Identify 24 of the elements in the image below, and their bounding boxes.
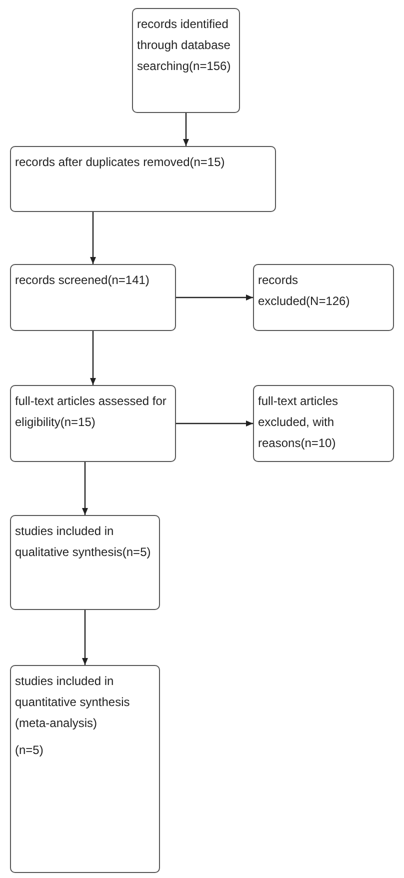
box-text: records excluded(N=126) [258, 272, 351, 310]
box-text: records screened(n=141) [15, 272, 150, 289]
process-box [253, 385, 394, 462]
box-text: full-text articles excluded, with reasons(n=10) [258, 393, 340, 452]
process-box [10, 264, 176, 331]
process-box [10, 665, 160, 873]
process-box [10, 146, 276, 212]
box-text: records identified through database searching(n=156) [137, 16, 232, 75]
box-text: studies included in quantitative synthesis (meta-analysis) [15, 673, 131, 732]
process-box [10, 385, 176, 462]
arrow [82, 462, 88, 515]
process-box [132, 8, 240, 113]
box-text: full-text articles assessed for eligibility(n=15) [15, 393, 168, 431]
process-box [10, 515, 160, 610]
arrow [183, 113, 189, 146]
process-box [253, 264, 394, 331]
arrow [82, 610, 88, 665]
arrow [176, 420, 253, 426]
box-text: (n=5) [15, 742, 44, 759]
box-text: studies included in qualitative synthesis(n=5) [15, 523, 152, 561]
arrow [90, 331, 96, 385]
arrow [90, 212, 96, 264]
box-text: records after duplicates removed(n=15) [15, 154, 226, 171]
arrow [176, 294, 253, 300]
